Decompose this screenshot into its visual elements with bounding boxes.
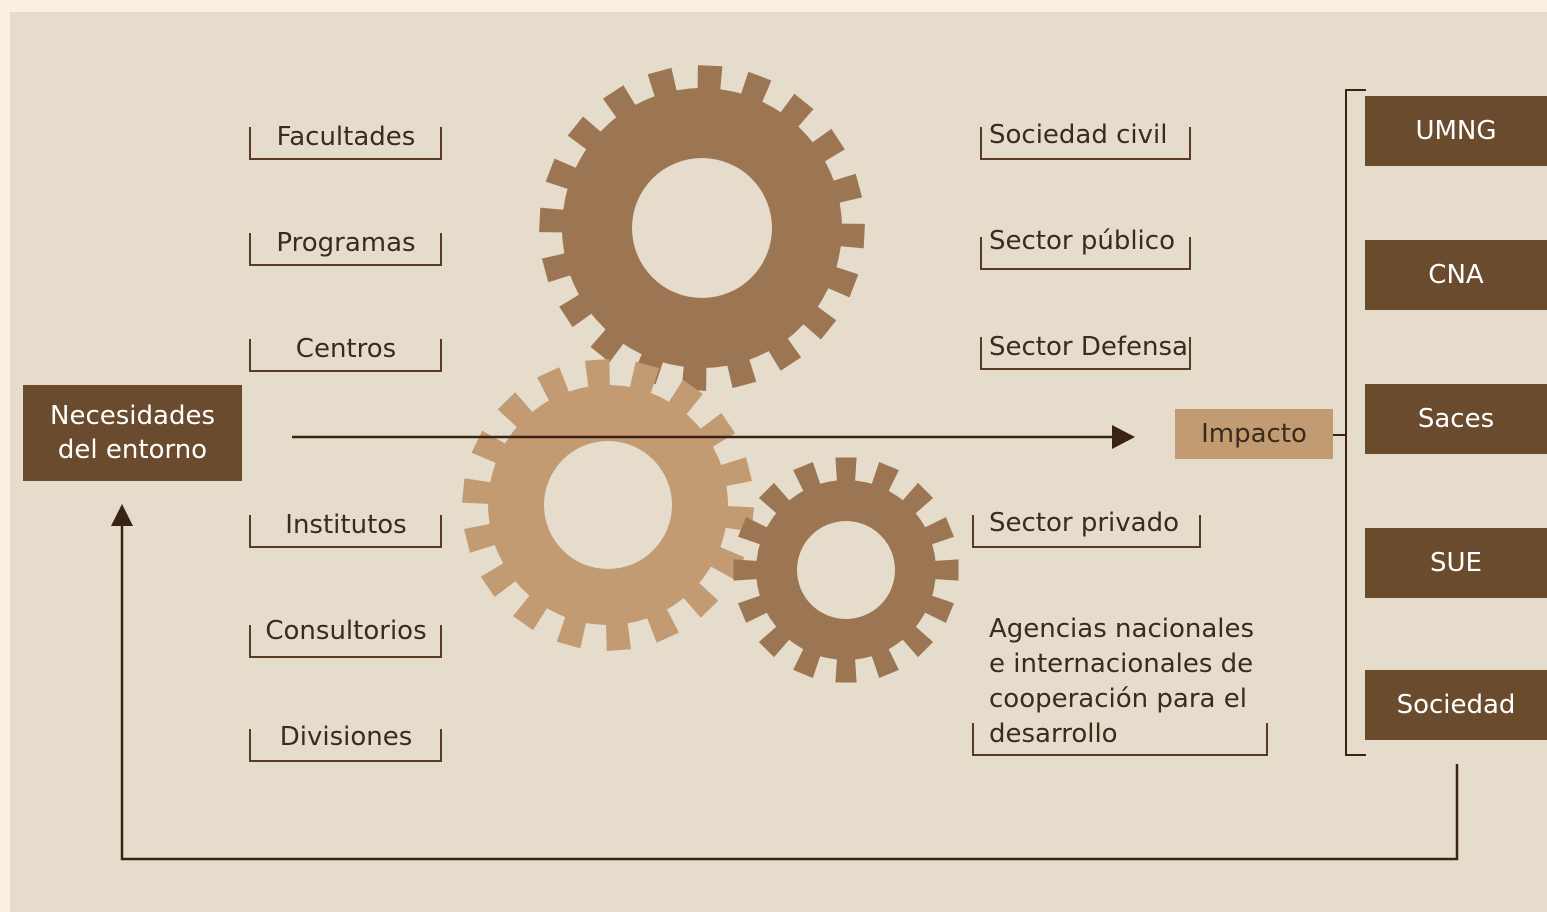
left-item-centros: Centros — [295, 334, 397, 364]
right-item-bracket — [980, 337, 1191, 370]
right-item-bracket — [972, 723, 1268, 756]
left-item-consultorios: Consultorios — [265, 616, 427, 646]
left-item-bracket — [249, 625, 442, 658]
stakeholder-cna: CNA — [1365, 240, 1547, 310]
right-item-sector-privado: Sector privado — [989, 508, 1179, 538]
right-item-bracket — [980, 237, 1191, 270]
arrow-right-icon — [1112, 425, 1135, 449]
agencies-line-1: Agencias nacionales — [989, 614, 1255, 644]
agencies-line-3: cooperación para el — [989, 684, 1247, 714]
right-item-bracket — [972, 515, 1201, 548]
left-item-bracket — [249, 339, 442, 372]
diagram-graphics — [111, 65, 1459, 861]
stakeholder-sue: SUE — [1365, 528, 1547, 598]
stakeholder-sociedad: Sociedad — [1365, 670, 1547, 740]
left-item-institutos: Institutos — [285, 510, 407, 540]
needs-line-1: Necesidades — [50, 401, 215, 431]
arrow-up-icon — [111, 504, 133, 526]
left-item-bracket — [249, 729, 442, 762]
right-item-sector-publico: Sector público — [989, 226, 1175, 256]
gear-icon-top — [539, 65, 865, 391]
stakeholder-saces: Saces — [1365, 384, 1547, 454]
gear-icon-right — [733, 457, 959, 683]
stakeholder-umng: UMNG — [1365, 96, 1547, 166]
right-item-bracket — [980, 127, 1191, 160]
left-item-bracket — [249, 233, 442, 266]
left-item-programas: Programas — [276, 228, 416, 258]
needs-box: Necesidades del entorno — [23, 385, 242, 481]
impact-box: Impacto — [1175, 409, 1333, 459]
gear-icon-left — [462, 359, 754, 651]
agencies-line-4: desarrollo — [989, 719, 1118, 749]
agencies-line-2: e internacionales de — [989, 649, 1254, 679]
agencies-text: Agencias nacionales e internacionales de… — [989, 612, 1254, 752]
right-item-sociedad-civil: Sociedad civil — [989, 120, 1168, 150]
feedback-loop-line — [120, 514, 1459, 861]
stakeholder-bracket — [1345, 89, 1366, 756]
right-item-sector-defensa: Sector Defensa — [989, 332, 1188, 362]
left-item-divisiones: Divisiones — [279, 722, 413, 752]
left-item-bracket — [249, 515, 442, 548]
left-item-bracket — [249, 127, 442, 160]
left-item-facultades: Facultades — [276, 122, 416, 152]
diagram-canvas: Necesidades del entorno Facultades Progr… — [10, 12, 1547, 912]
needs-line-2: del entorno — [57, 435, 208, 465]
